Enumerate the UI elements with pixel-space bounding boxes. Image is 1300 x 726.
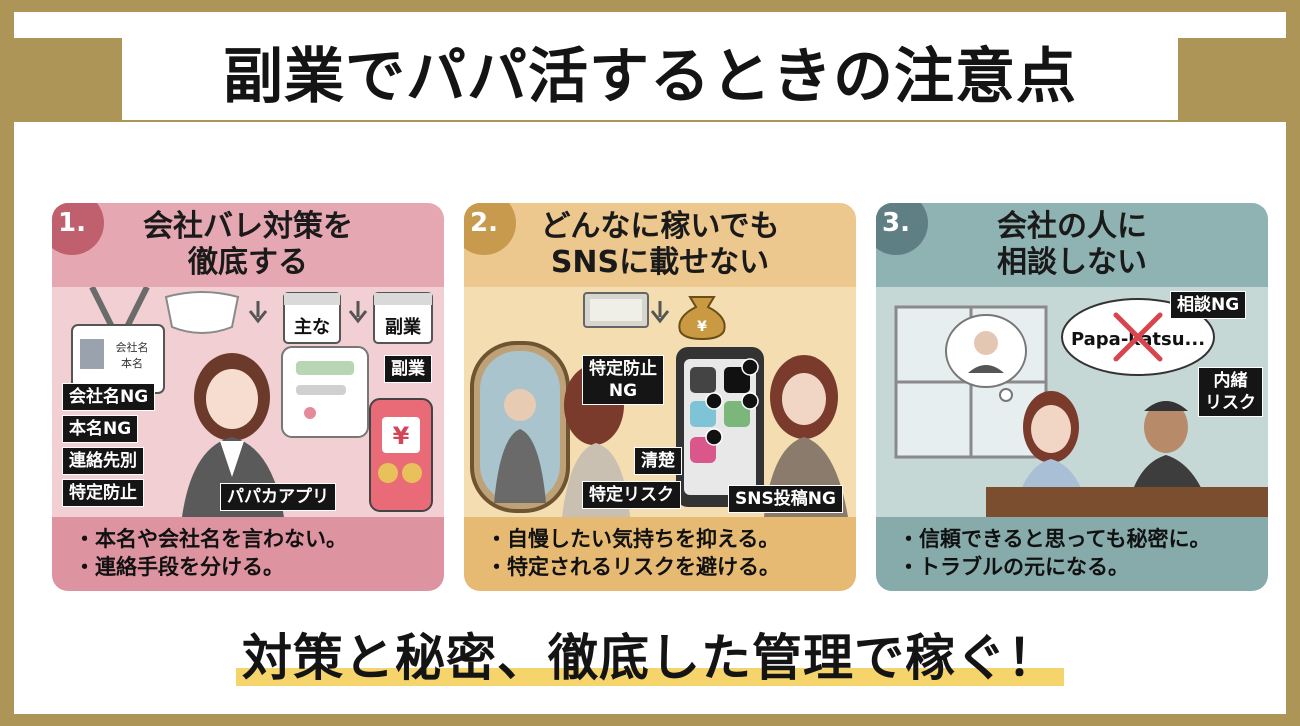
slogan-wrap: 対策と秘密、徹底した管理で稼ぐ！ <box>236 618 1064 688</box>
panel-footer: ・本名や会社名を言わない。 ・連絡手段を分ける。 <box>52 517 444 591</box>
bullet-item: ・自慢したい気持ちを抑える。 <box>486 527 780 551</box>
panel-footer: ・自慢したい気持ちを抑える。 ・特定されるリスクを避ける。 <box>464 517 856 591</box>
tag-innocent: 清楚 <box>634 447 682 475</box>
x-app-icon <box>724 367 750 393</box>
bullet-item: ・連絡手段を分ける。 <box>74 555 284 579</box>
panel-illustration: Papa-katsu... 相談NG 内緒 リスク <box>876 287 1268 517</box>
bag-yen: ¥ <box>697 319 707 335</box>
badge-line2: 本名 <box>121 356 143 370</box>
panel-header: 会社バレ対策を 徹底する <box>52 203 444 287</box>
tag-papa-app: パパカアプリ <box>220 483 336 511</box>
close-icon <box>705 392 723 410</box>
tag-identification-risk: 特定リスク <box>582 481 681 509</box>
cross-icon <box>1113 312 1163 362</box>
close-icon <box>741 358 759 376</box>
arrow-down-icon <box>348 301 368 324</box>
bullet-item: ・特定されるリスクを避ける。 <box>486 555 780 579</box>
bullet-item: ・信頼できると思っても秘密に。 <box>898 527 1211 551</box>
coin-icon <box>378 463 398 483</box>
slogan-text: 対策と秘密、徹底した管理で稼ぐ！ <box>242 629 1058 687</box>
tag-separate-contact: 連絡先別 <box>62 447 144 475</box>
close-icon <box>705 428 723 446</box>
page-title: 副業でパパ活するときの注意点 <box>223 41 1077 112</box>
arrow-down-icon <box>248 301 268 324</box>
mask-icon <box>164 291 240 334</box>
tag-consult-ng: 相談NG <box>1170 291 1247 319</box>
panel-company-exposure: 会社バレ対策を 徹底する 会社名 本名 主な 副業 <box>52 203 444 591</box>
bottom-slogan: 対策と秘密、徹底した管理で稼ぐ！ <box>0 618 1300 688</box>
woman-face <box>206 369 258 429</box>
lanyard-icon <box>89 287 150 329</box>
arrow-down-icon <box>650 301 670 324</box>
calendar-main: 主な <box>294 316 330 338</box>
panel-footer: ・信頼できると思っても秘密に。 ・トラブルの元になる。 <box>876 517 1268 591</box>
close-icon <box>741 392 759 410</box>
bullet-item: ・本名や会社名を言わない。 <box>74 527 347 551</box>
tag-company-name-ng: 会社名NG <box>62 383 156 411</box>
panel-title: どんなに稼いでも SNSに載せない <box>540 209 780 280</box>
panel-illustration: 会社名 本名 主な 副業 ¥ <box>52 287 444 517</box>
panel-header: 会社の人に 相談しない <box>876 203 1268 287</box>
coin-icon <box>402 463 422 483</box>
bullet-item: ・トラブルの元になる。 <box>898 555 1129 579</box>
tag-secret-risk: 内緒 リスク <box>1198 367 1263 417</box>
panel-no-consulting: 会社の人に 相談しない Papa-katsu... <box>876 203 1268 591</box>
tag-sns-post-ng: SNS投稿NG <box>728 485 843 513</box>
panel-no-sns: どんなに稼いでも SNSに載せない ¥ <box>464 203 856 591</box>
tag-prevent-identification: 特定防止 NG <box>582 355 664 405</box>
title-box: 副業でパパ活するときの注意点 <box>122 22 1178 120</box>
panel-title: 会社バレ対策を 徹底する <box>143 209 353 280</box>
app-icon <box>724 401 750 427</box>
tag-prevent-identification: 特定防止 <box>62 479 144 507</box>
tag-real-name-ng: 本名NG <box>62 415 139 443</box>
man-face <box>1144 401 1188 453</box>
phone-icon <box>369 398 433 512</box>
panel-header: どんなに稼いでも SNSに載せない <box>464 203 856 287</box>
money-bag-icon <box>678 296 726 341</box>
panel-title: 会社の人に 相談しない <box>997 209 1147 280</box>
panel-number-badge: 3. <box>876 203 928 255</box>
panel-illustration: ¥ 特定防止 NG 清楚 特定 <box>464 287 856 517</box>
camera-app-icon <box>690 367 716 393</box>
badge-line1: 会社名 <box>116 340 149 354</box>
tag-side-job: 副業 <box>384 355 432 383</box>
slogan-highlight <box>236 668 1064 686</box>
illustration-company-exposure: 会社名 本名 主な 副業 ¥ <box>71 287 433 517</box>
calendar-side: 副業 <box>385 316 422 338</box>
yen-sign: ¥ <box>393 422 410 450</box>
table-icon <box>986 487 1268 517</box>
